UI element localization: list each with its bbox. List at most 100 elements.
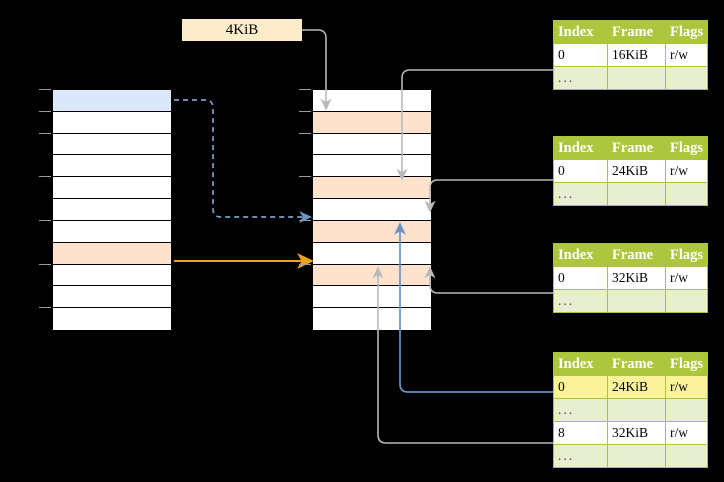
target-column-row-10 <box>313 286 431 309</box>
target-column-row-9 <box>313 264 431 287</box>
target-column-row-3 <box>313 133 431 156</box>
frame-table-4-cell-1-flags <box>664 398 709 422</box>
frame-table-3-header-flags: Flags <box>664 243 709 267</box>
frame-table-4-cell-0-flags: r/w <box>664 375 709 399</box>
source-column-tick-1 <box>39 110 51 112</box>
source-column-tick-2 <box>39 132 51 134</box>
source-column-tick-0 <box>39 89 51 90</box>
frame-table-4-row-1: ... <box>553 398 709 422</box>
target-column-tick-1 <box>299 110 311 112</box>
source-column-row-9 <box>53 264 171 287</box>
frame-table-4-row-3: ... <box>553 444 709 468</box>
target-column-tick-6 <box>299 219 311 221</box>
frame-table-1-header-frame: Frame <box>607 20 666 44</box>
frame-table-3-cell-1-frame <box>607 289 666 313</box>
frame-table-4-cell-1-frame <box>607 398 666 422</box>
frame-table-3-header-frame: Frame <box>607 243 666 267</box>
source-column-row-6 <box>53 199 171 221</box>
source-column-tick-6 <box>39 219 51 221</box>
frame-table-1-header-flags: Flags <box>664 20 709 44</box>
frame-table-1-cell-0-index: 0 <box>553 43 608 67</box>
frame-table-1-row-1: ... <box>553 66 709 90</box>
frame-table-4-cell-1-index: ... <box>553 398 608 422</box>
frame-table-4-cell-0-index: 0 <box>553 375 608 399</box>
frame-table-2-cell-1-flags <box>664 182 709 206</box>
target-column-row-7 <box>313 220 431 243</box>
frame-table-2-cell-0-frame: 24KiB <box>607 159 666 183</box>
frame-table-2-header-frame: Frame <box>607 136 666 160</box>
target-column-tick-4 <box>299 176 311 178</box>
target-column-tick-8 <box>299 263 311 265</box>
source-column-row-5 <box>53 177 171 200</box>
frame-table-4-header-frame: Frame <box>607 352 666 376</box>
frame-table-3-cell-0-index: 0 <box>553 266 608 290</box>
source-column-row-1 <box>53 90 171 112</box>
frame-table-2-header-index: Index <box>553 136 608 160</box>
target-column <box>312 89 432 331</box>
frame-table-3-cell-1-index: ... <box>553 289 608 313</box>
source-column-row-3 <box>53 133 171 156</box>
source-column-tick-8 <box>39 263 51 265</box>
source-column-row-11 <box>53 308 171 330</box>
frame-table-3-cell-0-frame: 32KiB <box>607 266 666 290</box>
frame-table-4-header-index: Index <box>553 352 608 376</box>
source-column-row-4 <box>53 155 171 178</box>
target-column-tick-2 <box>299 132 311 134</box>
target-column-row-5 <box>313 177 431 200</box>
wire-table3-to-target-row9 <box>424 266 553 294</box>
target-column-row-8 <box>313 242 431 265</box>
frame-table-3-cell-1-flags <box>664 289 709 313</box>
size-callout-4kib: 4KiB <box>182 19 302 41</box>
frame-table-1-header-index: Index <box>553 20 608 44</box>
frame-table-1-cell-0-flags: r/w <box>664 43 709 67</box>
target-column-tick-0 <box>299 89 311 90</box>
frame-table-2-cell-1-index: ... <box>553 182 608 206</box>
frame-table-1-cell-1-flags <box>664 66 709 90</box>
source-column <box>52 89 172 331</box>
frame-table-2-cell-1-frame <box>607 182 666 206</box>
source-column-tick-4 <box>39 176 51 178</box>
source-column-row-10 <box>53 286 171 309</box>
wire-table2-to-target-row7 <box>424 179 553 213</box>
target-column-row-6 <box>313 199 431 221</box>
frame-table-4-cell-0-frame: 24KiB <box>607 375 666 399</box>
frame-table-3-row-1: ... <box>553 289 709 313</box>
target-column-row-2 <box>313 111 431 134</box>
source-column-row-8 <box>53 242 171 265</box>
frame-table-4-cell-2-index: 8 <box>553 421 608 445</box>
frame-table-4-cell-3-frame <box>607 444 666 468</box>
frame-table-4-cell-3-index: ... <box>553 444 608 468</box>
frame-table-3-cell-0-flags: r/w <box>664 266 709 290</box>
target-column-row-1 <box>313 90 431 112</box>
frame-table-2-header-flags: Flags <box>664 136 709 160</box>
frame-table-2-row-1: ... <box>553 182 709 206</box>
frame-table-4-cell-3-flags <box>664 444 709 468</box>
source-column-row-2 <box>53 111 171 134</box>
target-column-row-11 <box>313 308 431 330</box>
wire-source-row1-to-target-row7 <box>174 99 312 223</box>
source-column-tick-10 <box>39 307 51 309</box>
frame-table-1-cell-1-frame <box>607 66 666 90</box>
frame-table-2-cell-0-index: 0 <box>553 159 608 183</box>
source-column-row-7 <box>53 220 171 243</box>
frame-table-4-cell-2-frame: 32KiB <box>607 421 666 445</box>
frame-table-3-header-index: Index <box>553 243 608 267</box>
frame-table-2-cell-0-flags: r/w <box>664 159 709 183</box>
frame-table-4-cell-2-flags: r/w <box>664 421 709 445</box>
frame-table-1-cell-0-frame: 16KiB <box>607 43 666 67</box>
target-column-row-4 <box>313 155 431 178</box>
